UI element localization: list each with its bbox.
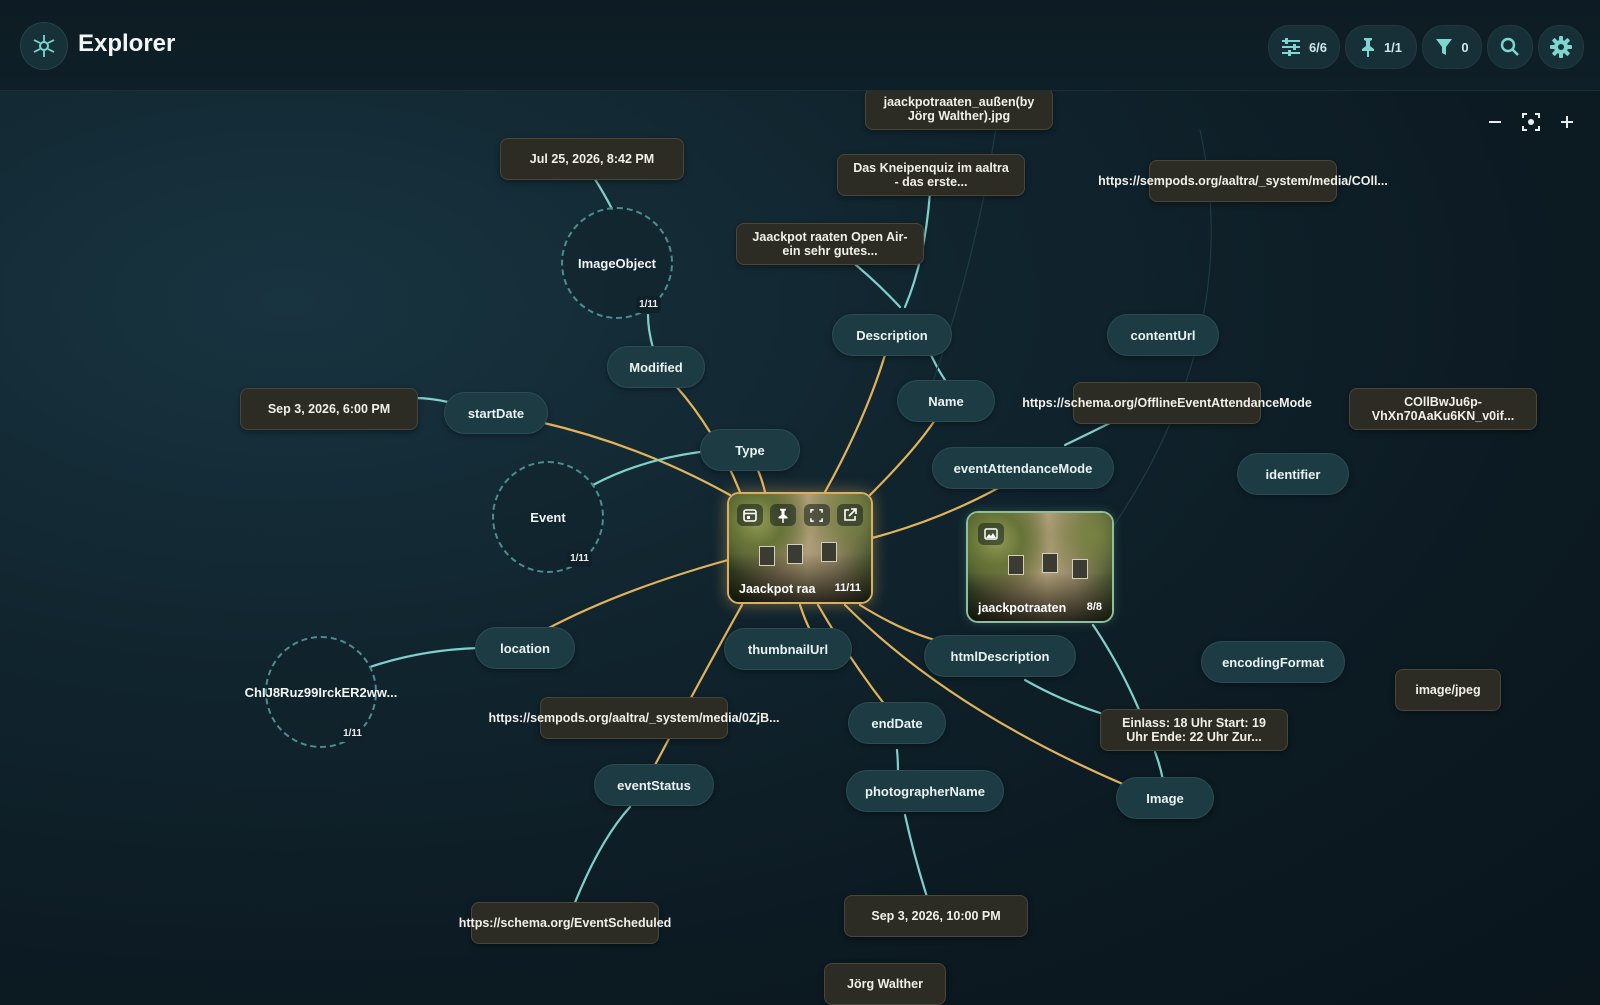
property-event-status[interactable]: eventStatus (594, 764, 714, 806)
property-html-description[interactable]: htmlDescription (924, 635, 1076, 677)
edge-htmldesc (858, 603, 937, 642)
property-photographer-name[interactable]: photographerName (846, 770, 1004, 812)
property-type[interactable]: Type (700, 429, 800, 471)
value-node-offline-mode[interactable]: https://schema.org/OfflineEventAttendanc… (1022, 382, 1312, 424)
property-location[interactable]: location (475, 627, 575, 669)
class-node-badge: 1/11 (567, 550, 592, 567)
properties-icon (1281, 38, 1300, 56)
properties-button[interactable]: 6/6 (1268, 25, 1340, 69)
value-node-einlass[interactable]: Einlass: 18 Uhr Start: 19 Uhr Ende: 22 U… (1100, 709, 1288, 751)
edge-description (823, 353, 887, 494)
edge-enddate (816, 603, 887, 707)
card-badge: 11/11 (834, 582, 861, 594)
class-node-label: ImageObject (577, 255, 657, 271)
edge-status-val (572, 805, 632, 907)
value-node-open-air[interactable]: Jaackpot raaten Open Air- ein sehr gutes… (736, 223, 924, 265)
property-identifier[interactable]: identifier (1237, 453, 1349, 495)
edge-location (543, 558, 730, 632)
edge-imagecard-einlass (1091, 623, 1142, 714)
properties-count: 6/6 (1308, 39, 1328, 55)
value-node-kneipenquiz[interactable]: Das Kneipenquiz im aaltra - das erste... (837, 154, 1025, 196)
pin-icon[interactable] (770, 504, 797, 526)
class-node-location[interactable]: ChIJ8Ruz99IrckER2ww... 1/11 (245, 636, 397, 748)
edge-type-event (591, 450, 702, 487)
open-external-icon[interactable] (836, 504, 863, 526)
property-end-date[interactable]: endDate (848, 702, 946, 744)
edge-eventstatus (653, 603, 744, 767)
edge-htmldesc-einlass (1023, 678, 1102, 715)
class-node-badge: 1/11 (340, 725, 365, 742)
property-image[interactable]: Image (1116, 777, 1214, 819)
edge-start-val (413, 396, 450, 404)
value-node-event-scheduled[interactable]: https://schema.org/EventScheduled (459, 902, 671, 944)
edge-end-photo (895, 748, 900, 774)
value-node-photographer[interactable]: Jörg Walther (824, 963, 946, 1005)
edge-image (843, 603, 1127, 787)
edge-photo-val (903, 813, 930, 902)
value-node-start-date[interactable]: Sep 3, 2026, 6:00 PM (240, 388, 418, 430)
main-event-card[interactable]: Jaackpot raa 11/11 (727, 492, 873, 604)
class-node-badge: 1/11 (636, 296, 661, 313)
image-icon (978, 523, 1004, 545)
zoom-out-button[interactable] (1481, 108, 1509, 136)
edge-name (868, 418, 937, 497)
value-node-date-modified[interactable]: Jul 25, 2026, 8:42 PM (500, 138, 684, 180)
search-icon (1500, 37, 1519, 56)
gear-icon (1550, 36, 1572, 58)
fit-view-button[interactable] (1517, 108, 1545, 136)
pinned-button[interactable]: 1/1 (1345, 25, 1417, 69)
card-label: Jaackpot raa 11/11 (729, 582, 871, 596)
filter-button[interactable]: 0 (1422, 25, 1482, 69)
value-node-end-date[interactable]: Sep 3, 2026, 10:00 PM (844, 895, 1028, 937)
class-node-image-object[interactable]: ImageObject 1/11 (561, 207, 673, 319)
edge-imageobject-date (591, 174, 614, 211)
property-content-url[interactable]: contentUrl (1107, 314, 1219, 356)
value-node-filename[interactable]: jaackpotraaten_außen(by Jörg Walther).jp… (865, 88, 1053, 130)
expand-icon[interactable] (803, 504, 830, 526)
class-node-label: ChIJ8Ruz99IrckER2ww... (244, 684, 398, 700)
class-node-label: Event (530, 509, 566, 525)
pin-icon (1361, 38, 1374, 57)
pinned-count: 1/1 (1383, 39, 1403, 55)
edge-attendance (870, 485, 1002, 540)
edge-location-val (368, 646, 480, 669)
filter-icon (1436, 39, 1453, 55)
app-title: Explorer (78, 30, 176, 57)
calendar-icon[interactable] (737, 504, 763, 526)
filter-count: 0 (1461, 39, 1469, 55)
value-node-image-jpeg[interactable]: image/jpeg (1395, 669, 1501, 711)
edge-einlass-image (1153, 750, 1165, 782)
top-bar: Explorer 6/6 1/1 0 (0, 0, 1600, 91)
search-button[interactable] (1487, 25, 1533, 69)
image-object-card[interactable]: jaackpotraaten 8/8 (966, 511, 1114, 623)
zoom-in-icon (1561, 116, 1573, 128)
property-modified[interactable]: Modified (607, 346, 705, 388)
value-node-media-url-1[interactable]: https://sempods.org/aaltra/_system/media… (1098, 160, 1388, 202)
edge-startdate (538, 420, 732, 497)
property-description[interactable]: Description (832, 314, 952, 356)
zoom-out-icon (1489, 121, 1501, 123)
hub-logo-icon[interactable] (20, 22, 68, 70)
card-badge: 8/8 (1086, 601, 1102, 613)
property-event-attendance-mode[interactable]: eventAttendanceMode (932, 447, 1114, 489)
property-encoding-format[interactable]: encodingFormat (1201, 641, 1345, 683)
edge-modified-imageobject (646, 313, 655, 350)
class-node-event[interactable]: Event 1/11 (492, 461, 604, 573)
value-node-identifier[interactable]: COllBwJu6p-VhXn70AaKu6KN_v0if... (1349, 388, 1537, 430)
property-thumbnail-url[interactable]: thumbnailUrl (724, 628, 852, 670)
zoom-in-button[interactable] (1553, 108, 1581, 136)
property-start-date[interactable]: startDate (444, 392, 548, 434)
settings-button[interactable] (1538, 25, 1584, 69)
fit-view-icon (1522, 113, 1540, 131)
property-name[interactable]: Name (897, 380, 995, 422)
edge-thumbnail (798, 603, 812, 632)
card-title: jaackpotraaten (978, 601, 1067, 615)
card-toolbar (737, 504, 863, 526)
card-title: Jaackpot raa (739, 582, 816, 596)
value-node-media-url-2[interactable]: https://sempods.org/aaltra/_system/media… (488, 697, 780, 739)
card-label: jaackpotraaten 8/8 (968, 601, 1112, 615)
